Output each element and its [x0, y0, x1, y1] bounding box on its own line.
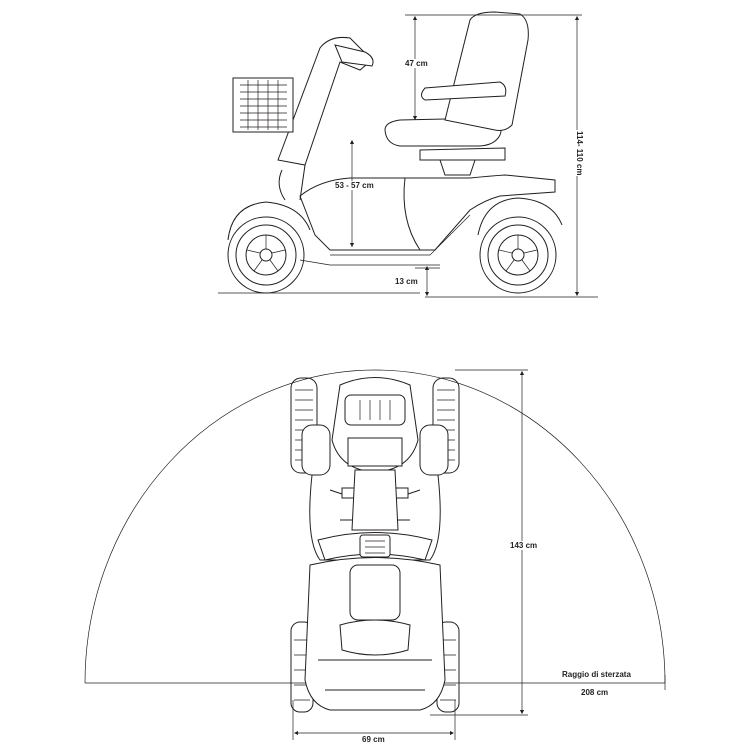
basket [232, 77, 294, 133]
width-label: 69 cm [361, 735, 386, 744]
seat-back-height-label: 47 cm [404, 59, 429, 68]
turning-radius-label: 208 cm [580, 688, 610, 697]
length-label: 143 cm [509, 541, 539, 550]
top-view-scooter [290, 377, 460, 713]
front-wheel [227, 216, 305, 294]
turning-radius-title: Raggio di sterzata [562, 670, 631, 679]
ground-clearance-label: 13 cm [394, 277, 419, 286]
total-height-label: 114- 110 cm [575, 130, 584, 177]
rear-wheel [479, 216, 557, 294]
side-view-scooter [227, 11, 563, 294]
floor-to-seat-label: 53 - 57 cm [334, 181, 375, 190]
